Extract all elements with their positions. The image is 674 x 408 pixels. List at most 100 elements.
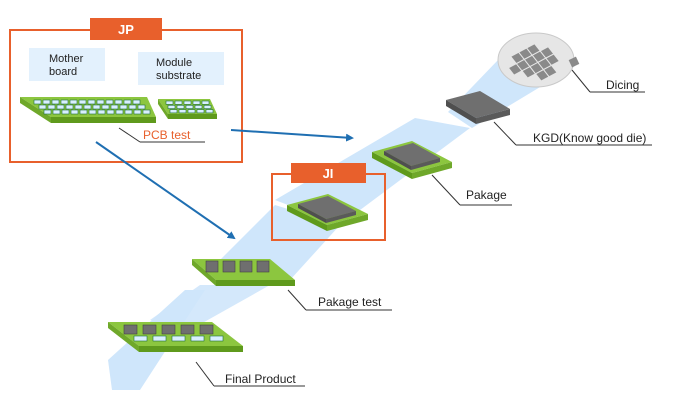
mother-board-cell	[47, 104, 56, 110]
mother-board-cell	[87, 99, 96, 105]
arrow-to-package-test	[95, 141, 236, 240]
mother-board-cell	[119, 104, 128, 110]
mother-board-cell	[56, 104, 65, 110]
mother-board-cell	[69, 99, 78, 105]
module-substrate-label-line: Module	[156, 57, 192, 69]
mother-board-cell	[38, 104, 47, 110]
ji-tag-label: JI	[323, 166, 334, 181]
package-test-chip	[256, 260, 270, 273]
mother-board-cell	[142, 109, 151, 115]
mother-board-cell	[123, 99, 132, 105]
module-substrate-cell	[183, 100, 192, 105]
mother-board-label-box	[29, 48, 105, 81]
mother-board-cell	[92, 104, 101, 110]
mother-board-cell	[60, 99, 69, 105]
mother-board-cell	[105, 99, 114, 105]
mother-board-cell	[88, 109, 97, 115]
module-substrate-cell	[192, 100, 201, 105]
mother-board-chip-grid	[33, 99, 151, 115]
module-substrate-label-box	[138, 52, 224, 85]
module-substrate-cell	[165, 100, 174, 105]
mother-board-cell	[43, 109, 52, 115]
dicing-label: Dicing	[606, 78, 639, 92]
mother-board-cell	[114, 99, 123, 105]
mother-board-cell	[83, 104, 92, 110]
mother-board-cell	[128, 104, 137, 110]
module-substrate-chip-grid	[165, 100, 214, 114]
package-test-label: Pakage test	[318, 295, 382, 309]
package-test-chip	[222, 260, 236, 273]
pcb-test-label: PCB test	[143, 128, 191, 142]
module-substrate-cell	[167, 105, 176, 109]
jp-tag-label: JP	[118, 22, 134, 37]
final-product-chip	[199, 324, 214, 335]
final-product-chip	[142, 324, 157, 335]
mother-board-cell	[51, 99, 60, 105]
final-product-chip	[161, 324, 176, 335]
mother-board-cell	[132, 99, 141, 105]
mother-board-cell	[74, 104, 83, 110]
mother-board-cell	[133, 109, 142, 115]
mother-board-label-line: Mother	[49, 53, 84, 65]
package-test-chip	[205, 260, 219, 273]
mother-board-cell	[70, 109, 79, 115]
pcb-test-leader-line	[118, 127, 141, 143]
package-test-chip	[239, 260, 253, 273]
module-substrate-cell	[205, 109, 214, 114]
package-test-module-icon	[192, 259, 295, 286]
final-product-contact	[133, 335, 148, 342]
mother-board-cell	[65, 104, 74, 110]
module-substrate-cell	[174, 100, 183, 105]
module-substrate-cell	[194, 105, 203, 109]
module-substrate-cell	[178, 109, 187, 114]
mother-board-cell	[78, 99, 87, 105]
mother-board-cell	[115, 109, 124, 115]
module-substrate-label-line: substrate	[156, 70, 201, 82]
ji-tag	[291, 163, 366, 183]
package-test-chips	[205, 260, 270, 273]
module-substrate-cell	[203, 105, 212, 109]
final-product-chips	[123, 324, 224, 342]
module-substrate-pcb-icon	[158, 99, 217, 119]
dicing-leader-line	[571, 69, 591, 93]
wafer-icon	[497, 32, 580, 88]
final-product-contact	[152, 335, 167, 342]
mother-board-cell	[42, 99, 51, 105]
final-product-chip	[123, 324, 138, 335]
final-product-contact	[171, 335, 186, 342]
package-leader-line	[431, 174, 461, 206]
mother-board-cell	[110, 104, 119, 110]
kgd-die-icon	[446, 91, 510, 124]
mother-board-cell	[97, 109, 106, 115]
ji-package-icon	[287, 194, 368, 231]
mother-board-cell	[106, 109, 115, 115]
final-product-contact	[190, 335, 205, 342]
final-product-chip	[180, 324, 195, 335]
package-label: Pakage	[466, 188, 507, 202]
mother-board-cell	[101, 104, 110, 110]
mother-board-cell	[124, 109, 133, 115]
mother-board-cell	[33, 99, 42, 105]
arrow-to-package	[230, 129, 354, 142]
module-substrate-cell	[176, 105, 185, 109]
module-substrate-cell	[169, 109, 178, 114]
mother-board-cell	[52, 109, 61, 115]
mother-board-pcb-icon	[20, 97, 156, 123]
package-icon	[372, 141, 452, 179]
mother-board-cell	[96, 99, 105, 105]
ji-box: JI	[271, 163, 386, 241]
mother-board-cell	[61, 109, 70, 115]
final-product-leader-line	[195, 361, 215, 387]
module-substrate-cell	[187, 109, 196, 114]
module-substrate-cell	[201, 100, 210, 105]
jp-tag	[90, 18, 162, 40]
module-substrate-cell	[196, 109, 205, 114]
mother-board-cell	[79, 109, 88, 115]
final-product-label: Final Product	[225, 372, 296, 386]
mother-board-cell	[137, 104, 146, 110]
package-test-leader-line	[287, 289, 307, 311]
